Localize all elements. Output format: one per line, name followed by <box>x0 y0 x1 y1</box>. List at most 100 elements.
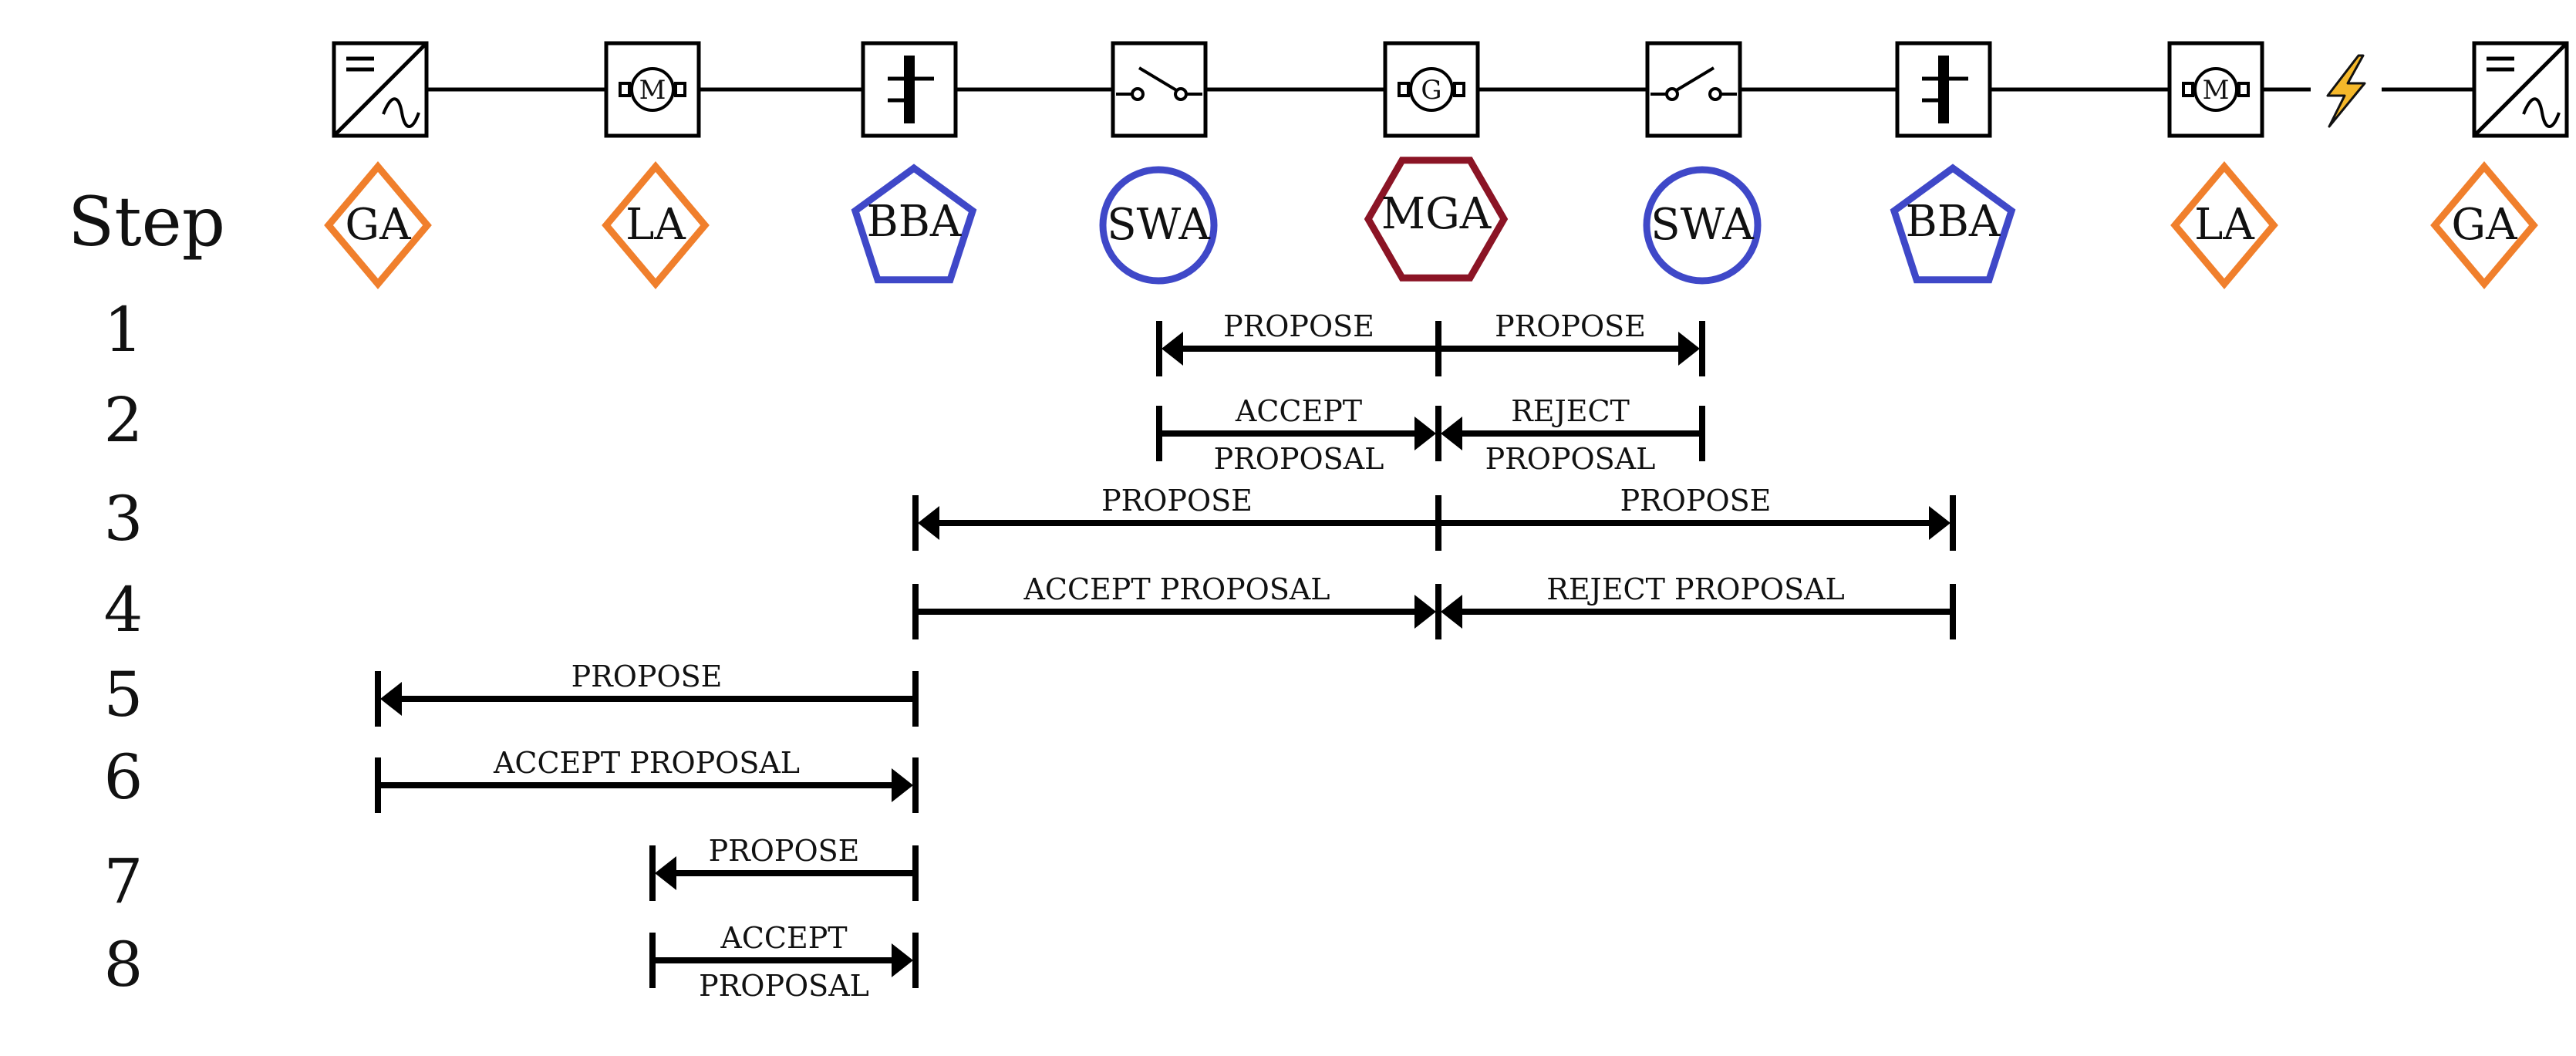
agent-swa: SWA <box>1099 166 1218 285</box>
message-label: ACCEPT <box>720 921 847 955</box>
agent-label: GA <box>345 200 411 250</box>
step-3: 3 PROPOSE PROPOSE <box>104 483 1956 555</box>
motor-icon: M <box>2167 41 2264 138</box>
agent-pentagon <box>851 164 977 284</box>
machine-circle <box>1409 67 1454 112</box>
arrow-head <box>892 768 913 802</box>
agent-label: MGA <box>1381 189 1492 239</box>
motor-icon: M <box>604 41 701 138</box>
generator-icon: G <box>1383 41 1480 138</box>
step-number: 5 <box>104 659 143 730</box>
arrow-head <box>1414 417 1436 450</box>
agent-label: SWA <box>1107 200 1210 250</box>
arrow-head <box>1441 595 1462 629</box>
message-arrow: PROPOSE <box>1435 309 1705 376</box>
step-header: Step <box>68 182 225 261</box>
agent-diamond <box>324 161 432 289</box>
message-label: PROPOSE <box>1223 309 1374 343</box>
machine-circle <box>2193 67 2238 112</box>
step-number: 4 <box>104 574 143 646</box>
step-number: 8 <box>104 929 143 1000</box>
arrow-head <box>1441 417 1462 450</box>
busbar-bar <box>904 56 915 123</box>
message-label: PROPOSAL <box>1214 442 1384 476</box>
agent-diamond <box>2170 161 2278 289</box>
arrow-head <box>1678 332 1700 366</box>
message-arrow: ACCEPT PROPOSAL <box>912 572 1441 639</box>
lightning-bolt-icon <box>2311 54 2382 128</box>
shaft-left <box>1398 82 1410 97</box>
message-label: PROPOSE <box>1495 309 1646 343</box>
step-number: 7 <box>104 845 143 917</box>
busbar-icon <box>861 41 958 138</box>
agent-diamond <box>2430 161 2538 289</box>
step-6: 6 ACCEPT PROPOSAL <box>104 741 919 813</box>
agent-label: GA <box>2451 200 2517 250</box>
agent-hexagon <box>1364 157 1509 282</box>
component-box <box>1645 41 1742 138</box>
inverter-diagonal <box>2473 42 2568 137</box>
agent-bba: BBA <box>1890 164 2016 284</box>
busbar-icon <box>1895 41 1992 138</box>
ac-wave <box>2522 97 2561 128</box>
shaft-right <box>2237 82 2250 97</box>
component-box <box>1111 41 1208 138</box>
message-arrow: PROPOSE <box>649 834 919 901</box>
shaft-left <box>619 82 631 97</box>
message-label: ACCEPT PROPOSAL <box>493 746 800 780</box>
agent-label: LA <box>2194 200 2254 250</box>
step-number: 3 <box>104 483 143 555</box>
step-1: 1 PROPOSE PROPOSE <box>104 294 1705 376</box>
switch-contact <box>1131 87 1145 101</box>
step-8: 8 ACCEPT PROPOSAL <box>104 921 919 1003</box>
machine-symbol: M <box>639 75 666 106</box>
message-arrow: ACCEPT PROPOSAL <box>375 746 919 813</box>
message-arrow: REJECT PROPOSAL <box>1435 572 1956 639</box>
message-label: ACCEPT PROPOSAL <box>1023 572 1330 606</box>
agent-pentagon <box>1890 164 2016 284</box>
arrow-head <box>380 682 402 716</box>
agent-label: BBA <box>867 197 962 247</box>
message-label: PROPOSE <box>709 834 860 868</box>
machine-symbol: M <box>2203 75 2230 106</box>
inverter-icon <box>2472 41 2569 138</box>
step-number: 1 <box>104 294 143 366</box>
busbar-bar <box>1938 56 1949 123</box>
message-label: PROPOSE <box>1101 484 1253 518</box>
agent-ga: GA <box>2430 161 2538 289</box>
switch-contact <box>1708 87 1722 101</box>
agent-ga: GA <box>324 161 432 289</box>
step-number: 6 <box>104 741 143 813</box>
arrow-head <box>918 506 939 540</box>
message-label: REJECT PROPOSAL <box>1546 572 1845 606</box>
agent-mga: MGA <box>1364 157 1509 282</box>
message-arrow: PROPOSE <box>375 660 919 727</box>
agent-circle <box>1643 166 1762 285</box>
message-label: REJECT <box>1511 394 1630 428</box>
switch-icon <box>1111 41 1208 138</box>
message-label: PROPOSAL <box>699 969 869 1003</box>
message-arrow: PROPOSE <box>1156 309 1441 376</box>
message-arrow: ACCEPT PROPOSAL <box>649 921 919 1003</box>
switch-blade <box>1138 66 1179 93</box>
agent-bba: BBA <box>851 164 977 284</box>
inverter-diagonal <box>332 42 428 137</box>
switch-blade <box>1674 66 1715 93</box>
arrow-head <box>1414 595 1436 629</box>
message-arrow: PROPOSE <box>912 484 1441 551</box>
message-arrow: PROPOSE <box>1435 484 1956 551</box>
agent-label: SWA <box>1650 200 1754 250</box>
arrow-head <box>1162 332 1183 366</box>
switch-icon <box>1645 41 1742 138</box>
arrow-head <box>655 856 676 890</box>
shaft-left <box>2182 82 2194 97</box>
shaft-right <box>674 82 686 97</box>
